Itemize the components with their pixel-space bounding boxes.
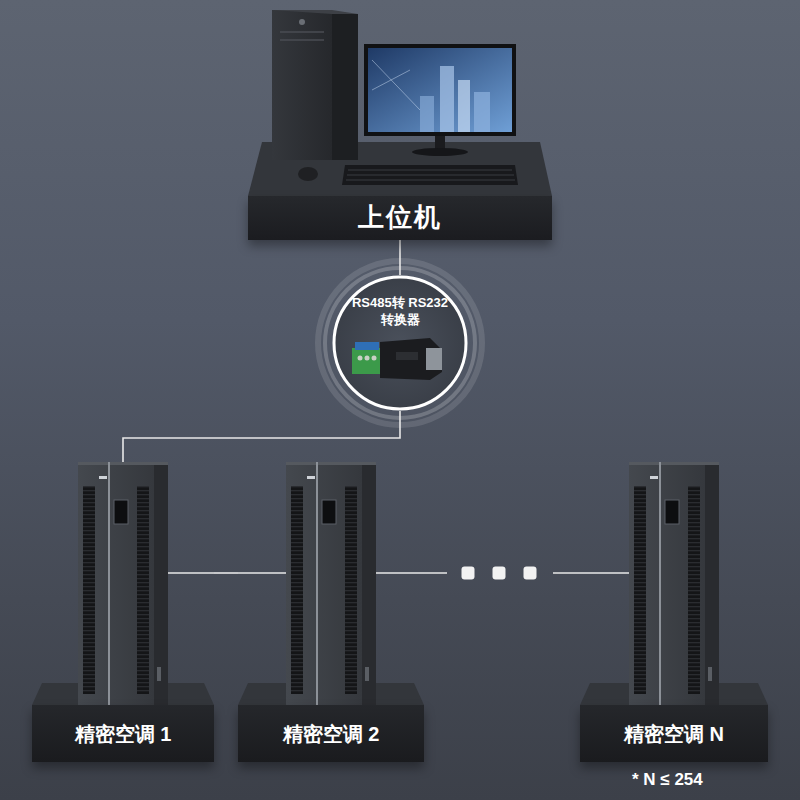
platform-label: 精密空调 1 (75, 722, 172, 746)
air-conditioner-unit (629, 462, 719, 705)
connector-line (424, 572, 580, 574)
glow-ring (318, 261, 482, 425)
pc-drive-bay (280, 39, 324, 41)
monitor-bezel (364, 44, 516, 136)
converter-board (355, 342, 379, 350)
platform-face: 精密空调 2 (238, 705, 424, 762)
keyboard (342, 165, 518, 185)
circle-fill (334, 277, 466, 409)
host-platform: 上位机 (248, 196, 552, 240)
connector-line (123, 411, 400, 462)
db9-shell (380, 338, 442, 380)
screen-building (420, 96, 434, 132)
screen-building (440, 66, 454, 132)
unit-platform: 精密空调 2 (238, 462, 424, 762)
platform-label: 精密空调 2 (283, 722, 380, 746)
pc-tower-top (272, 10, 358, 14)
db9-connector (426, 348, 442, 370)
wire-stub (580, 572, 629, 574)
air-conditioner-unit (286, 462, 376, 705)
platform-label: 上位机 (358, 202, 442, 233)
monitor-neck (435, 136, 445, 150)
monitor-screen (368, 48, 512, 132)
pc-tower-side (332, 14, 358, 160)
wire-stub (168, 572, 214, 574)
monitor-base (412, 148, 468, 156)
wire-stub (376, 572, 424, 574)
unit-platform: 精密空调 1 (32, 462, 214, 762)
converter-label (396, 352, 418, 360)
ellipsis-dot (462, 567, 475, 580)
circle-ring (334, 277, 466, 409)
connector-line (214, 572, 238, 574)
keyboard-keys (348, 169, 512, 171)
glow-ring (325, 268, 475, 418)
platform-face: 精密空调 N (580, 705, 768, 762)
text-holder: RS485转 RS232转换器 (332, 295, 468, 329)
platform-face: 精密空调 1 (32, 705, 214, 762)
screen-line (372, 70, 410, 90)
keyboard-keys (347, 174, 514, 176)
device-label: RS485转 RS232转换器 (348, 295, 452, 329)
converter-circle: RS485转 RS232转换器 (332, 275, 468, 411)
terminal-block (352, 348, 382, 374)
wire-stub (238, 572, 286, 574)
pc-drive-bay (280, 31, 324, 33)
mouse (298, 167, 318, 181)
connector-line (399, 240, 401, 275)
pc-power-button (299, 19, 305, 25)
screen-building (474, 92, 490, 132)
screen-building (458, 80, 470, 132)
screen-line (372, 60, 420, 110)
ellipsis-dot (493, 567, 506, 580)
connector-group (123, 240, 580, 573)
terminal-screw (365, 356, 370, 361)
terminal-screw (372, 356, 377, 361)
terminal-screw (358, 356, 363, 361)
pc-tower-front (272, 10, 332, 160)
air-conditioner-unit (78, 462, 168, 705)
ellipsis-dot (524, 567, 537, 580)
keyboard-keys (346, 179, 515, 181)
platform-label: 精密空调 N (624, 722, 724, 746)
unit-platform: 精密空调 N (580, 462, 768, 762)
footnote: * N ≤ 254 (632, 770, 703, 790)
